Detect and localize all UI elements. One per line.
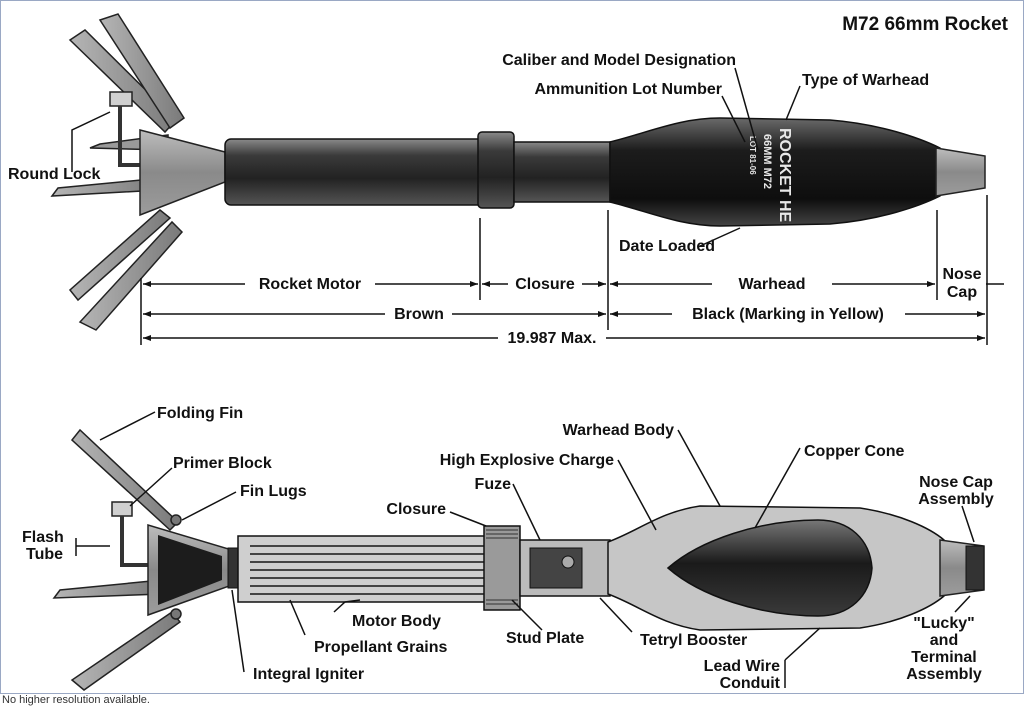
label-nose-cap-line1: Nose Cap bbox=[919, 474, 993, 491]
label-round-lock: Round Lock bbox=[8, 166, 101, 183]
dim-max-length: 19.987 Max. bbox=[508, 330, 597, 347]
nose-cap bbox=[935, 147, 986, 197]
label-nose-cap-line2: Assembly bbox=[918, 491, 994, 508]
label-lucky-line2: and bbox=[930, 632, 958, 649]
label-stud-plate: Stud Plate bbox=[506, 630, 584, 647]
svg-text:LOT 81-06: LOT 81-06 bbox=[748, 136, 757, 175]
label-caliber-designation: Caliber and Model Designation bbox=[502, 52, 736, 69]
label-tetryl-booster: Tetryl Booster bbox=[640, 632, 747, 649]
warhead-marking: ROCKET HE 66MM M72 LOT 81-06 bbox=[748, 128, 793, 223]
label-high-explosive-charge: High Explosive Charge bbox=[440, 452, 614, 469]
top-leader-lines bbox=[71, 67, 801, 247]
resolution-caption: No higher resolution available. bbox=[2, 694, 150, 706]
dim-cap: Cap bbox=[947, 284, 977, 301]
bottom-leader-lines bbox=[75, 411, 975, 688]
label-lucky-line4: Assembly bbox=[906, 666, 982, 683]
label-closure-bottom: Closure bbox=[386, 501, 446, 518]
svg-text:ROCKET HE: ROCKET HE bbox=[776, 128, 793, 223]
label-motor-body: Motor Body bbox=[352, 613, 441, 630]
dimension-arrows bbox=[143, 281, 985, 341]
label-warhead-type: Type of Warhead bbox=[802, 72, 929, 89]
label-lead-wire-line1: Lead Wire bbox=[704, 658, 780, 675]
motor-tube bbox=[224, 138, 486, 206]
label-lucky-line3: Terminal bbox=[911, 649, 977, 666]
propellant-grains bbox=[250, 545, 506, 595]
dim-warhead: Warhead bbox=[739, 276, 806, 293]
dim-closure: Closure bbox=[515, 276, 575, 293]
label-ammunition-lot: Ammunition Lot Number bbox=[534, 81, 722, 98]
svg-text:66MM M72: 66MM M72 bbox=[761, 134, 773, 189]
dim-brown: Brown bbox=[394, 306, 444, 323]
dimension-lines bbox=[140, 195, 1004, 345]
rocket-exterior: ROCKET HE 66MM M72 LOT 81-06 bbox=[50, 13, 986, 331]
closure-section bbox=[513, 141, 611, 203]
label-integral-igniter: Integral Igniter bbox=[253, 666, 364, 683]
dim-rocket-motor: Rocket Motor bbox=[259, 276, 361, 293]
label-copper-cone: Copper Cone bbox=[804, 443, 905, 460]
copper-cone bbox=[666, 519, 873, 617]
label-warhead-body: Warhead Body bbox=[563, 422, 675, 439]
dim-black: Black (Marking in Yellow) bbox=[692, 306, 884, 323]
tail-flare bbox=[139, 129, 226, 217]
label-folding-fin: Folding Fin bbox=[157, 405, 243, 422]
closure-cutaway bbox=[483, 525, 521, 611]
dim-nose: Nose bbox=[942, 266, 981, 283]
rocket-cutaway bbox=[52, 428, 985, 691]
closure-ring bbox=[477, 131, 515, 209]
warhead-body bbox=[609, 117, 941, 227]
tail-cone-inner bbox=[158, 535, 222, 605]
label-date-loaded: Date Loaded bbox=[619, 238, 715, 255]
label-lucky-line1: "Lucky" bbox=[913, 615, 974, 632]
label-propellant-grains: Propellant Grains bbox=[314, 639, 447, 656]
label-fin-lugs: Fin Lugs bbox=[240, 483, 307, 500]
label-tube: Tube bbox=[26, 546, 63, 563]
fuze bbox=[529, 547, 583, 589]
label-flash: Flash bbox=[22, 529, 64, 546]
label-fuze: Fuze bbox=[475, 476, 512, 493]
diagram-title: M72 66mm Rocket bbox=[842, 14, 1008, 35]
label-primer-block: Primer Block bbox=[173, 455, 272, 472]
label-lead-wire-line2: Conduit bbox=[720, 675, 781, 692]
